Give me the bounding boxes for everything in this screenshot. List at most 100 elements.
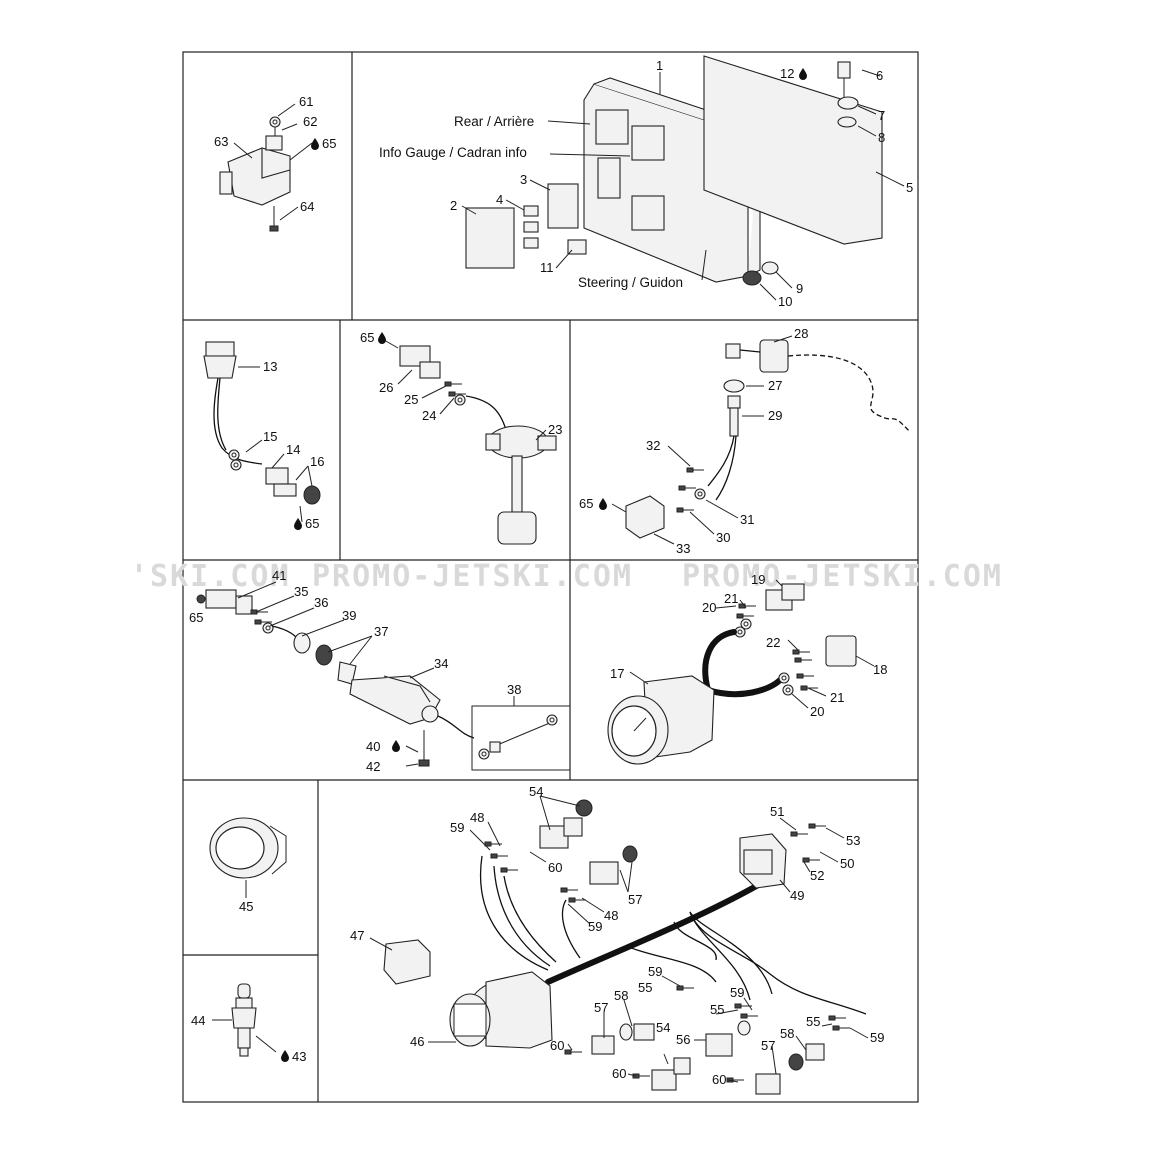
ref-19: 19 bbox=[751, 572, 765, 587]
ref-30: 30 bbox=[716, 530, 730, 545]
panel-main-module: 1 2 3 4 5 6 7 8 9 10 11 12 Rear / Arrièr… bbox=[379, 55, 913, 309]
ref-60: 60 bbox=[612, 1066, 626, 1081]
ref-7: 7 bbox=[878, 108, 885, 123]
ref-33: 33 bbox=[676, 541, 690, 556]
ref-52: 52 bbox=[810, 868, 824, 883]
ref-21: 21 bbox=[724, 591, 738, 606]
ref-62: 62 bbox=[303, 114, 317, 129]
ref-60: 60 bbox=[550, 1038, 564, 1053]
ref-65: 65 bbox=[322, 136, 336, 151]
oil-drop-icon bbox=[392, 740, 400, 752]
ref-55: 55 bbox=[710, 1002, 724, 1017]
ref-43: 43 bbox=[292, 1049, 306, 1064]
oil-drop-icon bbox=[378, 332, 386, 344]
ref-65: 65 bbox=[579, 496, 593, 511]
ref-2: 2 bbox=[450, 198, 457, 213]
ref-54: 54 bbox=[529, 784, 543, 799]
ref-10: 10 bbox=[778, 294, 792, 309]
ref-6: 6 bbox=[876, 68, 883, 83]
ref-59: 59 bbox=[450, 820, 464, 835]
ref-49: 49 bbox=[790, 888, 804, 903]
ref-54: 54 bbox=[656, 1020, 670, 1035]
ref-56: 56 bbox=[676, 1032, 690, 1047]
ref-60: 60 bbox=[548, 860, 562, 875]
ref-59: 59 bbox=[870, 1030, 884, 1045]
ref-57: 57 bbox=[628, 892, 642, 907]
panel-sensor-13: 13 14 15 16 65 bbox=[203, 341, 324, 531]
ref-29: 29 bbox=[768, 408, 782, 423]
ref-37: 37 bbox=[374, 624, 388, 639]
ref-31: 31 bbox=[740, 512, 754, 527]
ref-53: 53 bbox=[846, 833, 860, 848]
callout-rear: Rear / Arrière bbox=[454, 114, 534, 129]
ref-46: 46 bbox=[410, 1034, 424, 1049]
ref-64: 64 bbox=[300, 199, 314, 214]
ref-18: 18 bbox=[873, 662, 887, 677]
outer-frame bbox=[182, 51, 919, 1103]
oil-drop-icon bbox=[599, 498, 607, 510]
ref-57: 57 bbox=[761, 1038, 775, 1053]
ref-20: 20 bbox=[810, 704, 824, 719]
callout-steering: Steering / Guidon bbox=[578, 275, 683, 290]
panel-valve: 61 62 63 64 65 bbox=[214, 94, 336, 232]
ref-59: 59 bbox=[588, 919, 602, 934]
ref-59: 59 bbox=[730, 985, 744, 1000]
ref-39: 39 bbox=[342, 608, 356, 623]
ref-5: 5 bbox=[906, 180, 913, 195]
ref-32: 32 bbox=[646, 438, 660, 453]
ref-36: 36 bbox=[314, 595, 328, 610]
ref-47: 47 bbox=[350, 928, 364, 943]
oil-drop-icon bbox=[311, 138, 319, 150]
ref-55: 55 bbox=[638, 980, 652, 995]
oil-drop-icon bbox=[281, 1050, 289, 1062]
ref-34: 34 bbox=[434, 656, 448, 671]
ref-63: 61 bbox=[299, 94, 313, 109]
ref-50: 50 bbox=[840, 856, 854, 871]
ref-22: 22 bbox=[766, 635, 780, 650]
ref-45: 45 bbox=[239, 899, 253, 914]
ref-11: 11 bbox=[540, 260, 554, 275]
panel-switch-28: 28 27 29 32 31 65 30 33 bbox=[579, 326, 911, 556]
ref-25: 25 bbox=[404, 392, 418, 407]
watermark-middle: PROMO-JETSKI.COM bbox=[312, 559, 633, 594]
ref-15: 15 bbox=[263, 429, 277, 444]
ref-61: 63 bbox=[214, 134, 228, 149]
ref-38: 38 bbox=[507, 682, 521, 697]
ref-17: 17 bbox=[610, 666, 624, 681]
oil-drop-icon bbox=[799, 68, 807, 80]
oil-drop-icon bbox=[294, 518, 302, 530]
ref-42: 42 bbox=[366, 759, 380, 774]
ref-57: 57 bbox=[594, 1000, 608, 1015]
ref-12: 12 bbox=[780, 66, 794, 81]
ref-21: 21 bbox=[830, 690, 844, 705]
panel-ring-45: 45 bbox=[209, 817, 287, 914]
ref-23: 23 bbox=[548, 422, 562, 437]
ref-65: 65 bbox=[305, 516, 319, 531]
watermark-right: PROMO-JETSKI.COM bbox=[682, 559, 1003, 594]
ref-28: 28 bbox=[794, 326, 808, 341]
ref-65: 65 bbox=[189, 610, 203, 625]
ref-40: 40 bbox=[366, 739, 380, 754]
callout-info-gauge: Info Gauge / Cadran info bbox=[379, 145, 527, 160]
ref-65: 65 bbox=[360, 330, 374, 345]
ref-59: 59 bbox=[648, 964, 662, 979]
ref-4: 4 bbox=[496, 192, 503, 207]
ref-16: 16 bbox=[310, 454, 324, 469]
panel-harness: 54 59 48 60 57 48 59 47 51 53 52 50 49 4… bbox=[350, 784, 884, 1095]
ref-44: 44 bbox=[191, 1013, 205, 1028]
ref-1: 1 bbox=[656, 58, 663, 73]
ref-3: 3 bbox=[520, 172, 527, 187]
panel-sensor-44: 44 43 bbox=[191, 983, 306, 1064]
watermark-left: 'SKI.COM bbox=[130, 559, 291, 594]
panel-sensor-34: 41 35 36 65 39 37 34 38 40 42 bbox=[189, 568, 571, 774]
ref-55: 55 bbox=[806, 1014, 820, 1029]
ref-9: 9 bbox=[796, 281, 803, 296]
ref-14: 14 bbox=[286, 442, 300, 457]
ref-24: 24 bbox=[422, 408, 436, 423]
ref-35: 35 bbox=[294, 584, 308, 599]
ref-51: 51 bbox=[770, 804, 784, 819]
ref-48: 48 bbox=[470, 810, 484, 825]
ref-60: 60 bbox=[712, 1072, 726, 1087]
